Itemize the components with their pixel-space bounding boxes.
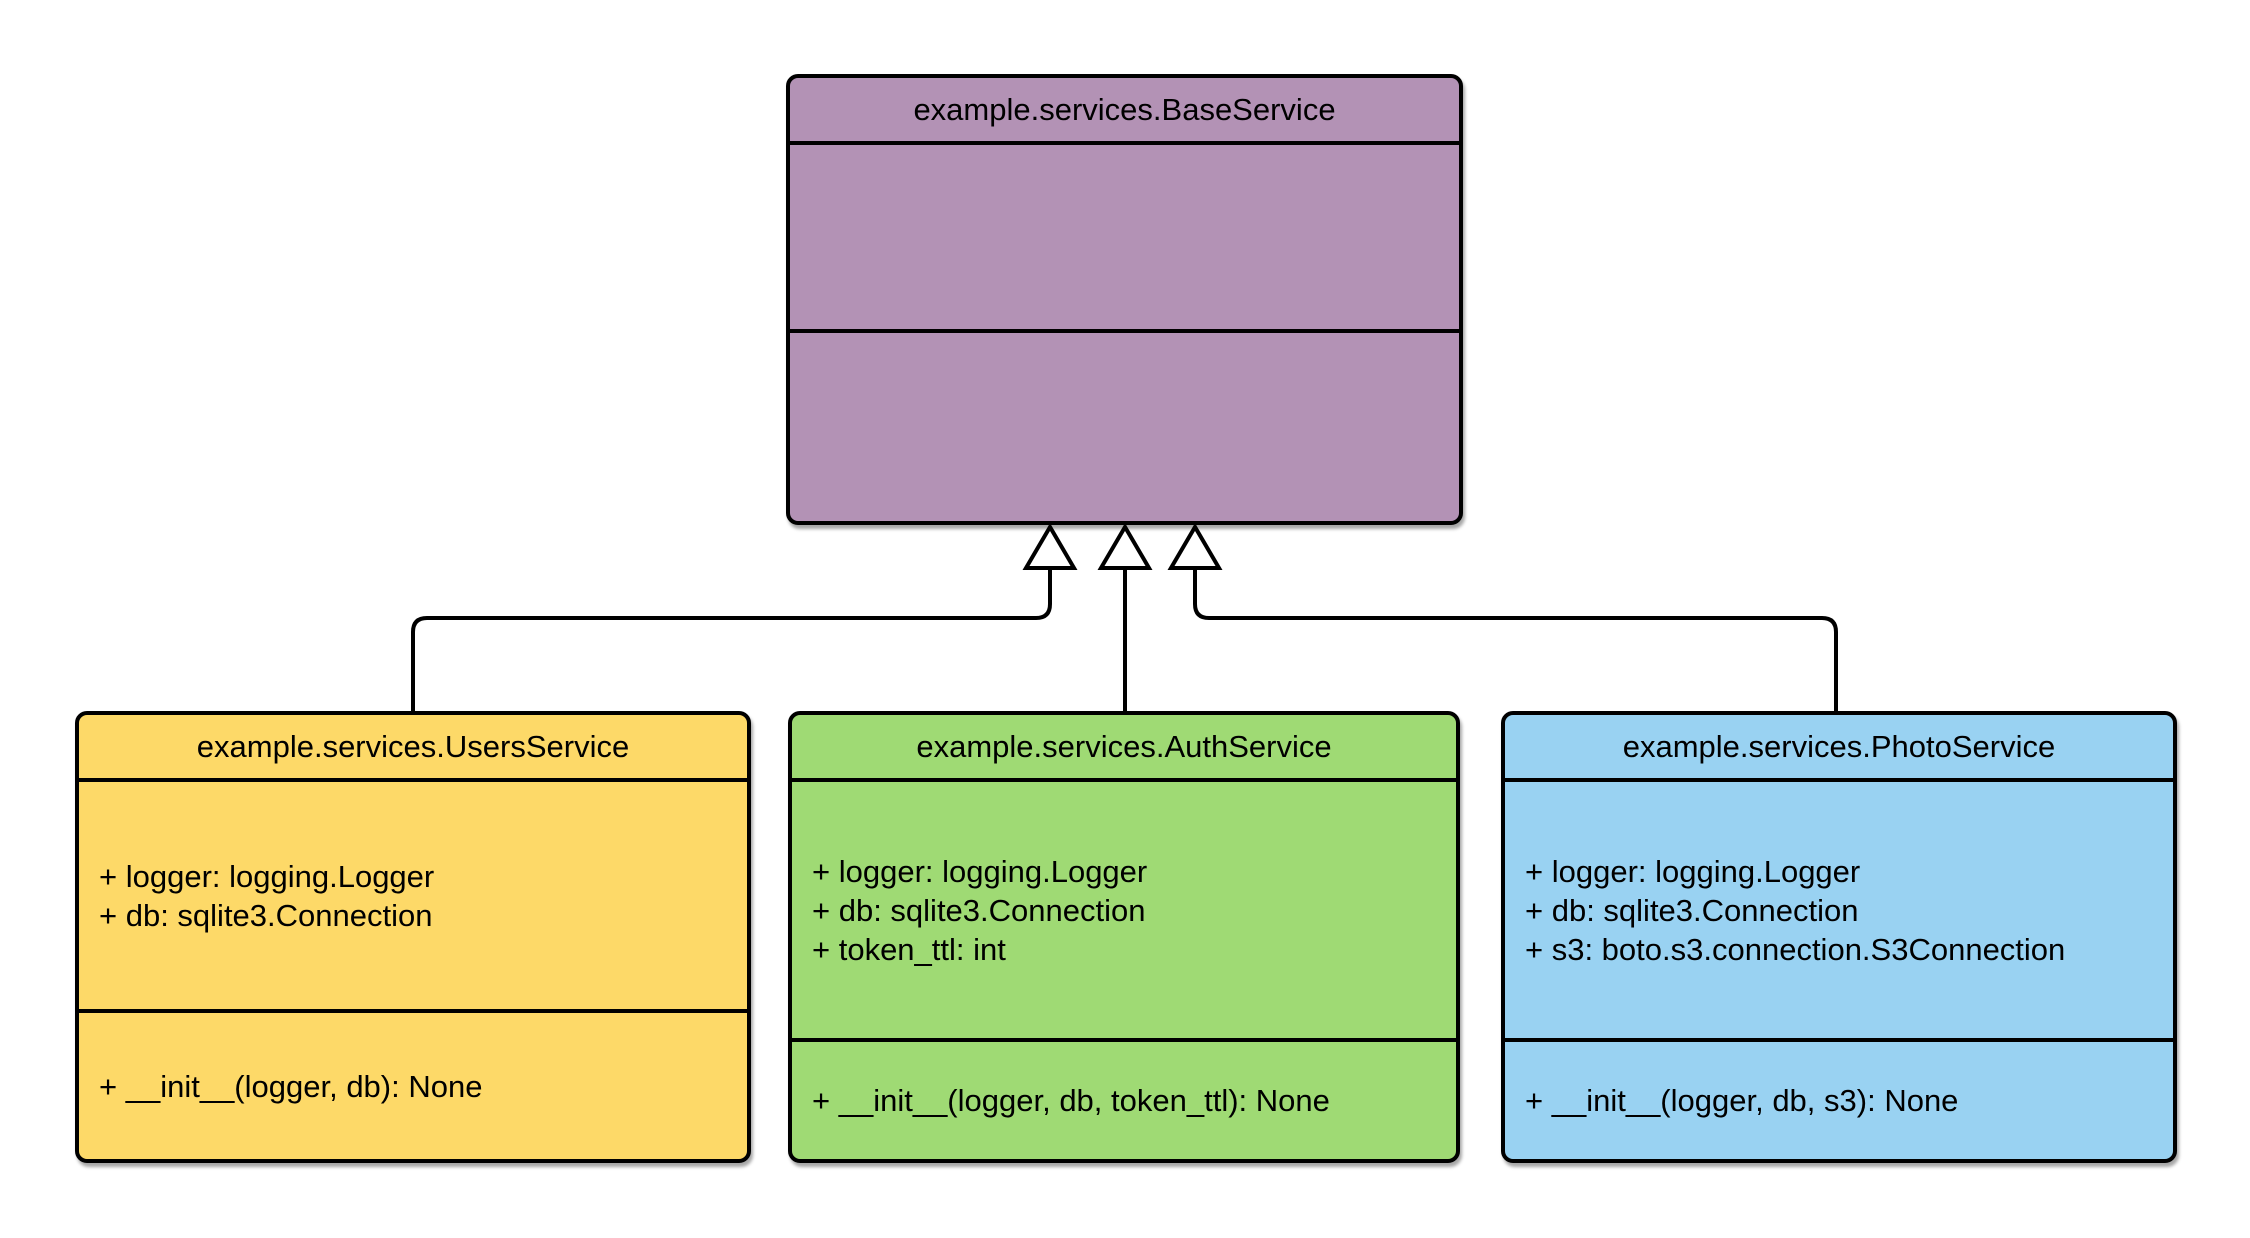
attribute-line: + logger: logging.Logger — [1525, 853, 1861, 889]
methods-compartment: + __init__(logger, db, token_ttl): None — [792, 1038, 1456, 1159]
attribute-line: + token_ttl: int — [812, 931, 1006, 967]
class-box-baseservice[interactable]: example.services.BaseService — [786, 74, 1463, 525]
class-box-authservice[interactable]: example.services.AuthService + logger: l… — [788, 711, 1460, 1163]
inheritance-arrowhead-icon[interactable] — [1167, 523, 1223, 570]
methods-compartment: + __init__(logger, db, s3): None — [1505, 1038, 2173, 1159]
attribute-line: + s3: boto.s3.connection.S3Connection — [1525, 931, 2066, 967]
method-line: + __init__(logger, db): None — [99, 1068, 483, 1104]
attributes-compartment — [790, 145, 1459, 329]
methods-compartment: + __init__(logger, db): None — [79, 1009, 747, 1159]
method-line: + __init__(logger, db, token_ttl): None — [812, 1083, 1330, 1118]
method-line: + __init__(logger, db, s3): None — [1525, 1083, 1959, 1118]
class-title: example.services.AuthService — [792, 715, 1456, 782]
inheritance-edge-photoservice[interactable] — [1193, 568, 1838, 711]
attribute-line: + db: sqlite3.Connection — [99, 897, 433, 933]
class-title: example.services.BaseService — [790, 78, 1459, 145]
inheritance-edge-usersservice[interactable] — [411, 568, 1052, 711]
class-title: example.services.PhotoService — [1505, 715, 2173, 782]
inheritance-arrowhead-icon[interactable] — [1097, 523, 1153, 570]
class-title: example.services.UsersService — [79, 715, 747, 782]
attributes-compartment: + logger: logging.Logger + db: sqlite3.C… — [79, 782, 747, 1009]
attribute-line: + logger: logging.Logger — [99, 858, 435, 894]
methods-compartment — [790, 329, 1459, 521]
class-box-usersservice[interactable]: example.services.UsersService + logger: … — [75, 711, 751, 1163]
attribute-line: + db: sqlite3.Connection — [1525, 892, 1859, 928]
attributes-compartment: + logger: logging.Logger + db: sqlite3.C… — [792, 782, 1456, 1038]
inheritance-arrowhead-icon[interactable] — [1022, 523, 1078, 570]
attributes-compartment: + logger: logging.Logger + db: sqlite3.C… — [1505, 782, 2173, 1038]
attribute-line: + db: sqlite3.Connection — [812, 892, 1146, 928]
class-box-photoservice[interactable]: example.services.PhotoService + logger: … — [1501, 711, 2177, 1163]
attribute-line: + logger: logging.Logger — [812, 853, 1148, 889]
